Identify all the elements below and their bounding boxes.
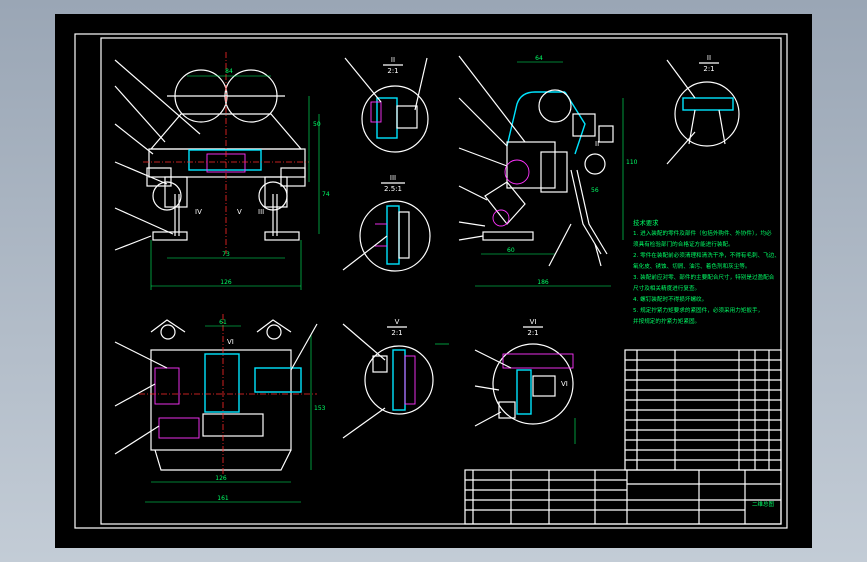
detail-ii: II 2:1 bbox=[344, 56, 429, 153]
notes-title: 技术要求 bbox=[633, 219, 659, 227]
front-mid-dim: 74 bbox=[322, 191, 330, 198]
side-bottom-dim: 60 bbox=[507, 247, 515, 254]
note-line: 1. 进入装配的零件及部件（包括外购件、外协件），均必 bbox=[633, 231, 772, 237]
note-line: 2. 零件在装配前必须清理和清洗干净，不得有毛刺、飞边、 bbox=[633, 253, 780, 259]
side-view: 60 64 110 186 56 II bbox=[458, 55, 638, 287]
detail-ii-name: II bbox=[391, 56, 395, 64]
note-line: 氧化皮、锈蚀、切屑、油污、着色剂和灰尘等。 bbox=[633, 264, 751, 270]
detail-ii-right-scale: 2:1 bbox=[703, 65, 714, 73]
plan-width-dim: 126 bbox=[215, 475, 227, 482]
marker-VI: VI bbox=[227, 338, 234, 346]
marker-IV: IV bbox=[195, 208, 202, 216]
plan-height-dim: 153 bbox=[314, 405, 326, 412]
detail-iii-name: III bbox=[390, 174, 396, 182]
cad-drawing: 84 50 74 73 126 IV V III II 2:1 III bbox=[74, 33, 788, 529]
plan-top-dim: 61 bbox=[219, 319, 227, 326]
parts-list bbox=[624, 349, 782, 471]
note-line: 尺寸及相关精度进行复查。 bbox=[633, 286, 701, 292]
detail-v-scale: 2:1 bbox=[391, 329, 402, 337]
side-top-dim: 64 bbox=[535, 55, 543, 62]
front-overall-dim: 126 bbox=[220, 279, 232, 286]
marker-III: III bbox=[258, 208, 264, 216]
detail-ii-right-name: II bbox=[707, 54, 711, 62]
sheet-outer-border bbox=[74, 33, 788, 529]
detail-v: V 2:1 bbox=[342, 318, 449, 439]
detail-vi-name: VI bbox=[530, 318, 537, 326]
detail-iii: III 2.5:1 bbox=[342, 174, 431, 272]
title-block: 二维总图 bbox=[464, 469, 782, 525]
front-height-dim: 50 bbox=[313, 121, 321, 128]
marker-VI-detail: VI bbox=[561, 380, 568, 388]
note-line: 5. 规定拧紧力矩要求的紧固件，必须采用力矩扳手， bbox=[633, 308, 764, 314]
plan-view: 61 126 161 153 VI bbox=[114, 314, 326, 503]
marker-II: II bbox=[595, 140, 599, 148]
marker-V: V bbox=[237, 208, 242, 216]
detail-vi-scale: 2:1 bbox=[527, 329, 538, 337]
detail-v-name: V bbox=[395, 318, 400, 326]
front-bottom-dim: 73 bbox=[222, 251, 230, 258]
note-line: 3. 装配前应对零、部件的主要配合尺寸，特别是过盈配合 bbox=[633, 275, 775, 281]
front-view: 84 50 74 73 126 IV V III bbox=[114, 52, 330, 290]
note-line: 须具有检验部门的合格证方能进行装配。 bbox=[633, 242, 734, 248]
note-line: 4. 螺钉装配时不得损坏螺纹。 bbox=[633, 297, 708, 303]
side-total-dim: 186 bbox=[537, 279, 549, 286]
drawing-name: 二维总图 bbox=[752, 500, 775, 508]
front-top-dim: 84 bbox=[225, 68, 233, 75]
detail-vi: VI 2:1 VI bbox=[474, 318, 576, 444]
side-height-dim: 110 bbox=[626, 159, 638, 166]
side-angle-dim: 56 bbox=[591, 187, 599, 194]
detail-ii-scale: 2:1 bbox=[387, 67, 398, 75]
plan-overall-dim: 161 bbox=[217, 495, 229, 502]
detail-iii-scale: 2.5:1 bbox=[384, 185, 402, 193]
sheet-inner-border bbox=[100, 37, 782, 525]
detail-ii-right: II 2:1 bbox=[666, 54, 740, 165]
note-line: 并按规定的拧紧力矩紧固。 bbox=[633, 319, 701, 325]
cad-viewport[interactable]: 84 50 74 73 126 IV V III II 2:1 III bbox=[55, 14, 812, 548]
